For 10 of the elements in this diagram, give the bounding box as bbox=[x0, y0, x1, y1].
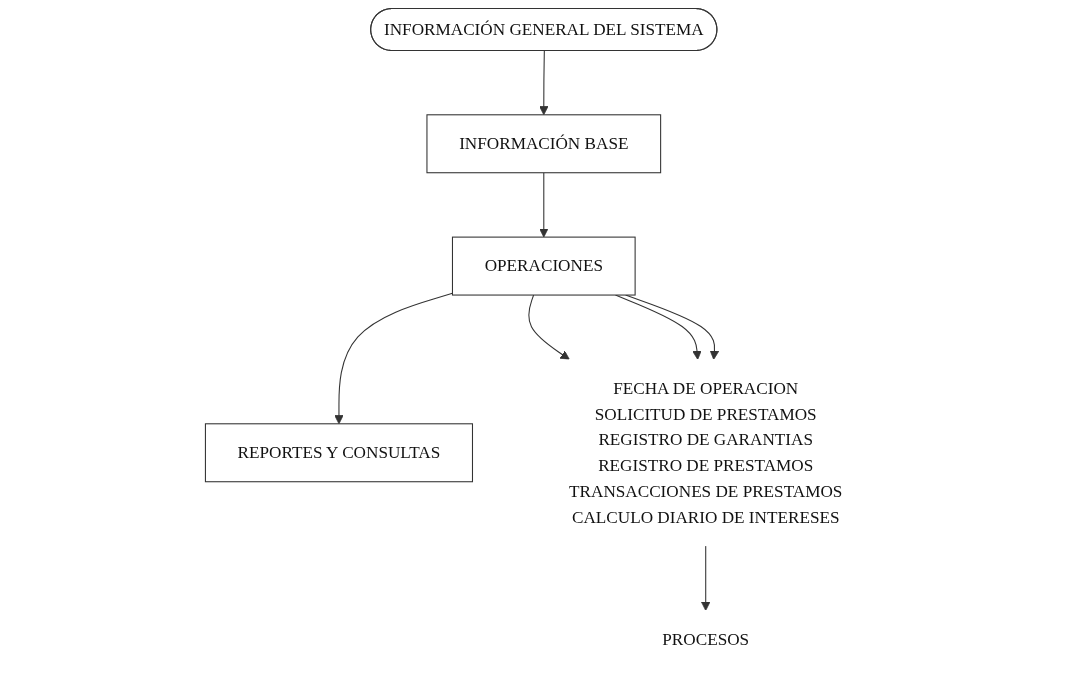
node-text: FECHA DE OPERACION SOLICITUD DE PRESTAMOS REGISTRO DE GARANTIAS REGISTRO DE PRESTAMOS TRANSACCIONES DE PRESTAMOS CALCULO DIARIO DE INTERESES bbox=[569, 378, 843, 526]
arrow bbox=[528, 294, 570, 360]
arrow bbox=[539, 172, 549, 238]
arrow bbox=[701, 545, 711, 611]
node-box: REPORTES Y CONSULTAS bbox=[204, 423, 473, 483]
arrow bbox=[539, 50, 549, 116]
node-box: OPERACIONES bbox=[451, 236, 636, 296]
node-box: INFORMACIÓN BASE bbox=[426, 114, 662, 174]
arrow bbox=[334, 292, 453, 425]
node-text: PROCESOS bbox=[662, 629, 750, 649]
